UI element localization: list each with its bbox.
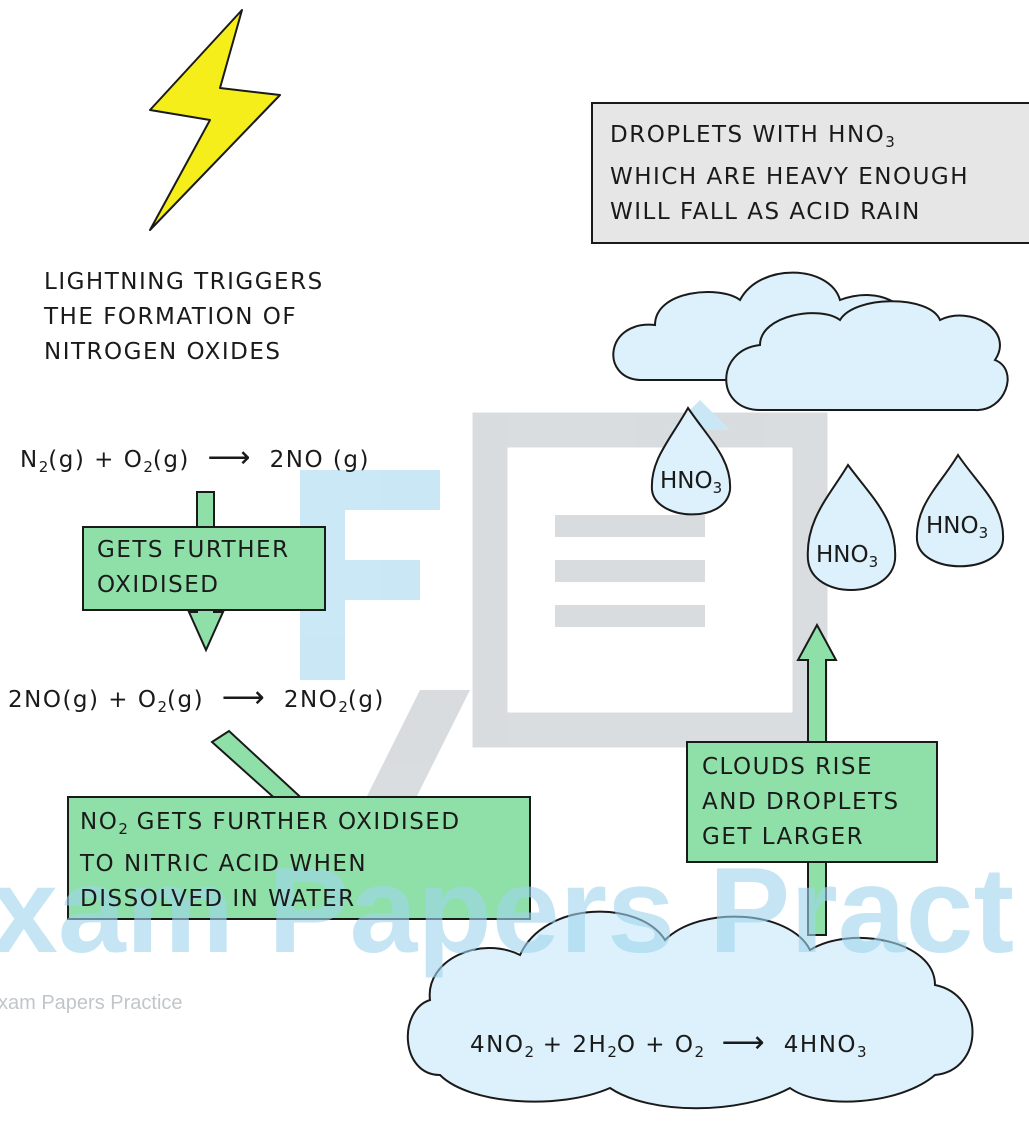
droplet-3-label: HNO3 bbox=[926, 513, 989, 542]
oxidised-line-1: GETS FURTHER bbox=[97, 537, 290, 563]
nitric-line-2: TO NITRIC ACID WHEN bbox=[80, 851, 368, 877]
reaction-arrow: ⟶ bbox=[207, 440, 253, 475]
eq2-text: (g) bbox=[167, 687, 205, 713]
watermark-logo bbox=[300, 400, 828, 850]
watermark-small-text: xam Papers Practice bbox=[0, 992, 183, 1014]
eq2-text: 2NO(g) + O bbox=[8, 687, 158, 713]
watermark-brand-text: xam Papers Pract bbox=[0, 842, 1015, 978]
equation-1: N2(g) + O2(g) ⟶ 2NO (g) bbox=[20, 440, 370, 476]
lightning-caption-line-3: NITROGEN OXIDES bbox=[44, 339, 282, 365]
acid-rain-line-2: WHICH ARE HEAVY ENOUGH bbox=[610, 164, 970, 190]
reaction-arrow: ⟶ bbox=[221, 680, 267, 715]
eq2-sub: 2 bbox=[338, 698, 348, 716]
clouds-rise-box bbox=[686, 741, 938, 863]
equation-3: 4NO2 + 2H2O + O2 ⟶ 4HNO3 bbox=[470, 1025, 867, 1061]
acid-rain-line-1: DROPLETS WITH HNO3 bbox=[610, 122, 895, 151]
equation-2: 2NO(g) + O2(g) ⟶ 2NO2(g) bbox=[8, 680, 385, 716]
eq1-sub: 2 bbox=[38, 458, 49, 476]
droplet-2 bbox=[806, 463, 897, 591]
clouds-rise-text: CLOUDS RISE AND DROPLETS GET LARGER bbox=[702, 750, 900, 855]
lightning-caption: LIGHTNING TRIGGERS THE FORMATION OF NITR… bbox=[44, 265, 324, 370]
nitric-acid-box bbox=[67, 796, 531, 920]
nitric-line-1: NO2 GETS FURTHER OXIDISED bbox=[80, 809, 461, 838]
droplet-1 bbox=[650, 406, 732, 516]
acid-rain-line-3: WILL FALL AS ACID RAIN bbox=[610, 199, 921, 225]
clouds-line-2: AND DROPLETS bbox=[702, 789, 900, 815]
lightning-caption-line-2: THE FORMATION OF bbox=[44, 304, 298, 330]
droplet-1-label: HNO3 bbox=[660, 468, 723, 497]
eq1-text: N bbox=[20, 447, 39, 473]
nitric-acid-text: NO2 GETS FURTHER OXIDISED TO NITRIC ACID… bbox=[80, 805, 461, 917]
droplet-2-label: HNO3 bbox=[816, 542, 879, 571]
eq1-text: (g) bbox=[152, 447, 190, 473]
eq2-text: (g) bbox=[347, 687, 385, 713]
oxidised-box bbox=[82, 526, 326, 611]
eq1-sub: 2 bbox=[143, 458, 153, 476]
clouds-line-3: GET LARGER bbox=[702, 824, 865, 850]
eq2-sub: 2 bbox=[157, 698, 168, 716]
acid-rain-box bbox=[591, 102, 1029, 244]
eq2-product: 2NO bbox=[283, 687, 339, 713]
lightning-icon bbox=[149, 9, 281, 231]
clouds-line-1: CLOUDS RISE bbox=[702, 754, 874, 780]
nitric-line-3: DISSOLVED IN WATER bbox=[80, 886, 356, 912]
eq1-product: 2NO (g) bbox=[269, 447, 370, 473]
top-cloud bbox=[612, 271, 1009, 412]
reaction-arrow: ⟶ bbox=[721, 1025, 767, 1060]
oxidised-line-2: OXIDISED bbox=[97, 572, 220, 598]
bottom-cloud bbox=[406, 910, 974, 1110]
oxidised-text: GETS FURTHER OXIDISED bbox=[97, 533, 290, 603]
droplet-3 bbox=[915, 453, 1005, 568]
lightning-caption-line-1: LIGHTNING TRIGGERS bbox=[44, 269, 324, 295]
eq1-text: (g) + O bbox=[48, 447, 144, 473]
acid-rain-text: DROPLETS WITH HNO3 WHICH ARE HEAVY ENOUG… bbox=[610, 118, 969, 230]
